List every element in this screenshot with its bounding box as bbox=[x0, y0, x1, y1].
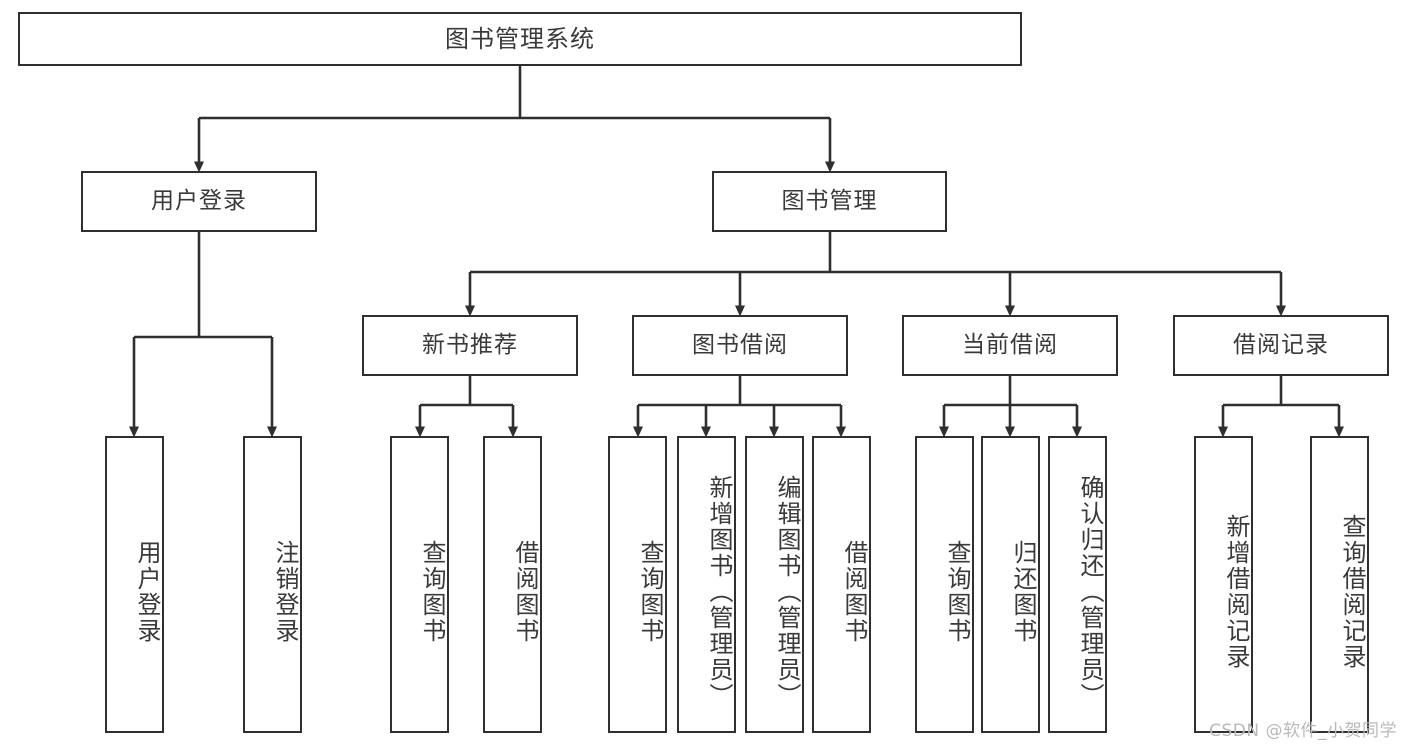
node-label: 图书借阅 bbox=[692, 331, 788, 358]
leaf-user-login[interactable]: 用户登录 bbox=[105, 436, 164, 733]
node-label: 新增图书（管理员） bbox=[705, 474, 733, 709]
leaf-add-borrow-record[interactable]: 新增借阅记录 bbox=[1194, 436, 1253, 733]
node-user-login[interactable]: 用户登录 bbox=[81, 171, 317, 232]
leaf-edit-book-admin[interactable]: 编辑图书（管理员） bbox=[745, 436, 804, 733]
node-new-book-recommend[interactable]: 新书推荐 bbox=[362, 315, 578, 376]
leaf-query-borrow-record[interactable]: 查询借阅记录 bbox=[1310, 436, 1369, 733]
node-label: 编辑图书（管理员） bbox=[773, 474, 801, 709]
node-root-system[interactable]: 图书管理系统 bbox=[18, 12, 1022, 66]
node-label: 归还图书 bbox=[1009, 539, 1037, 644]
node-current-borrowing[interactable]: 当前借阅 bbox=[902, 315, 1118, 376]
node-label: 借阅图书 bbox=[840, 539, 868, 644]
node-label: 用户登录 bbox=[133, 539, 161, 644]
leaf-new-book-query[interactable]: 查询图书 bbox=[390, 436, 449, 733]
node-label: 注销登录 bbox=[271, 539, 299, 644]
leaf-confirm-return-admin[interactable]: 确认归还（管理员） bbox=[1048, 436, 1107, 733]
node-label: 用户登录 bbox=[151, 187, 247, 214]
node-label: 当前借阅 bbox=[962, 331, 1058, 358]
leaf-return-book[interactable]: 归还图书 bbox=[981, 436, 1040, 733]
node-label: 借阅图书 bbox=[511, 539, 539, 644]
node-label: 新增借阅记录 bbox=[1222, 513, 1250, 670]
node-label: 查询图书 bbox=[943, 539, 971, 644]
node-label: 新书推荐 bbox=[422, 331, 518, 358]
leaf-add-book-admin[interactable]: 新增图书（管理员） bbox=[677, 436, 736, 733]
node-label: 查询图书 bbox=[636, 539, 664, 644]
leaf-new-book-borrow[interactable]: 借阅图书 bbox=[483, 436, 542, 733]
leaf-logout[interactable]: 注销登录 bbox=[243, 436, 302, 733]
node-book-management[interactable]: 图书管理 bbox=[712, 171, 947, 232]
node-label: 图书管理 bbox=[781, 187, 878, 214]
node-label: 确认归还（管理员） bbox=[1076, 474, 1104, 709]
node-book-borrowing[interactable]: 图书借阅 bbox=[632, 315, 848, 376]
node-borrow-records[interactable]: 借阅记录 bbox=[1173, 315, 1389, 376]
leaf-current-query-book[interactable]: 查询图书 bbox=[915, 436, 974, 733]
csdn-watermark: CSDN @软件_小贺同学 bbox=[1209, 721, 1397, 741]
node-label: 查询图书 bbox=[418, 539, 446, 644]
node-label: 查询借阅记录 bbox=[1338, 513, 1366, 670]
node-label: 借阅记录 bbox=[1233, 331, 1329, 358]
node-label: 图书管理系统 bbox=[445, 24, 595, 53]
leaf-borrow-book[interactable]: 借阅图书 bbox=[812, 436, 871, 733]
leaf-borrow-query-book[interactable]: 查询图书 bbox=[608, 436, 667, 733]
